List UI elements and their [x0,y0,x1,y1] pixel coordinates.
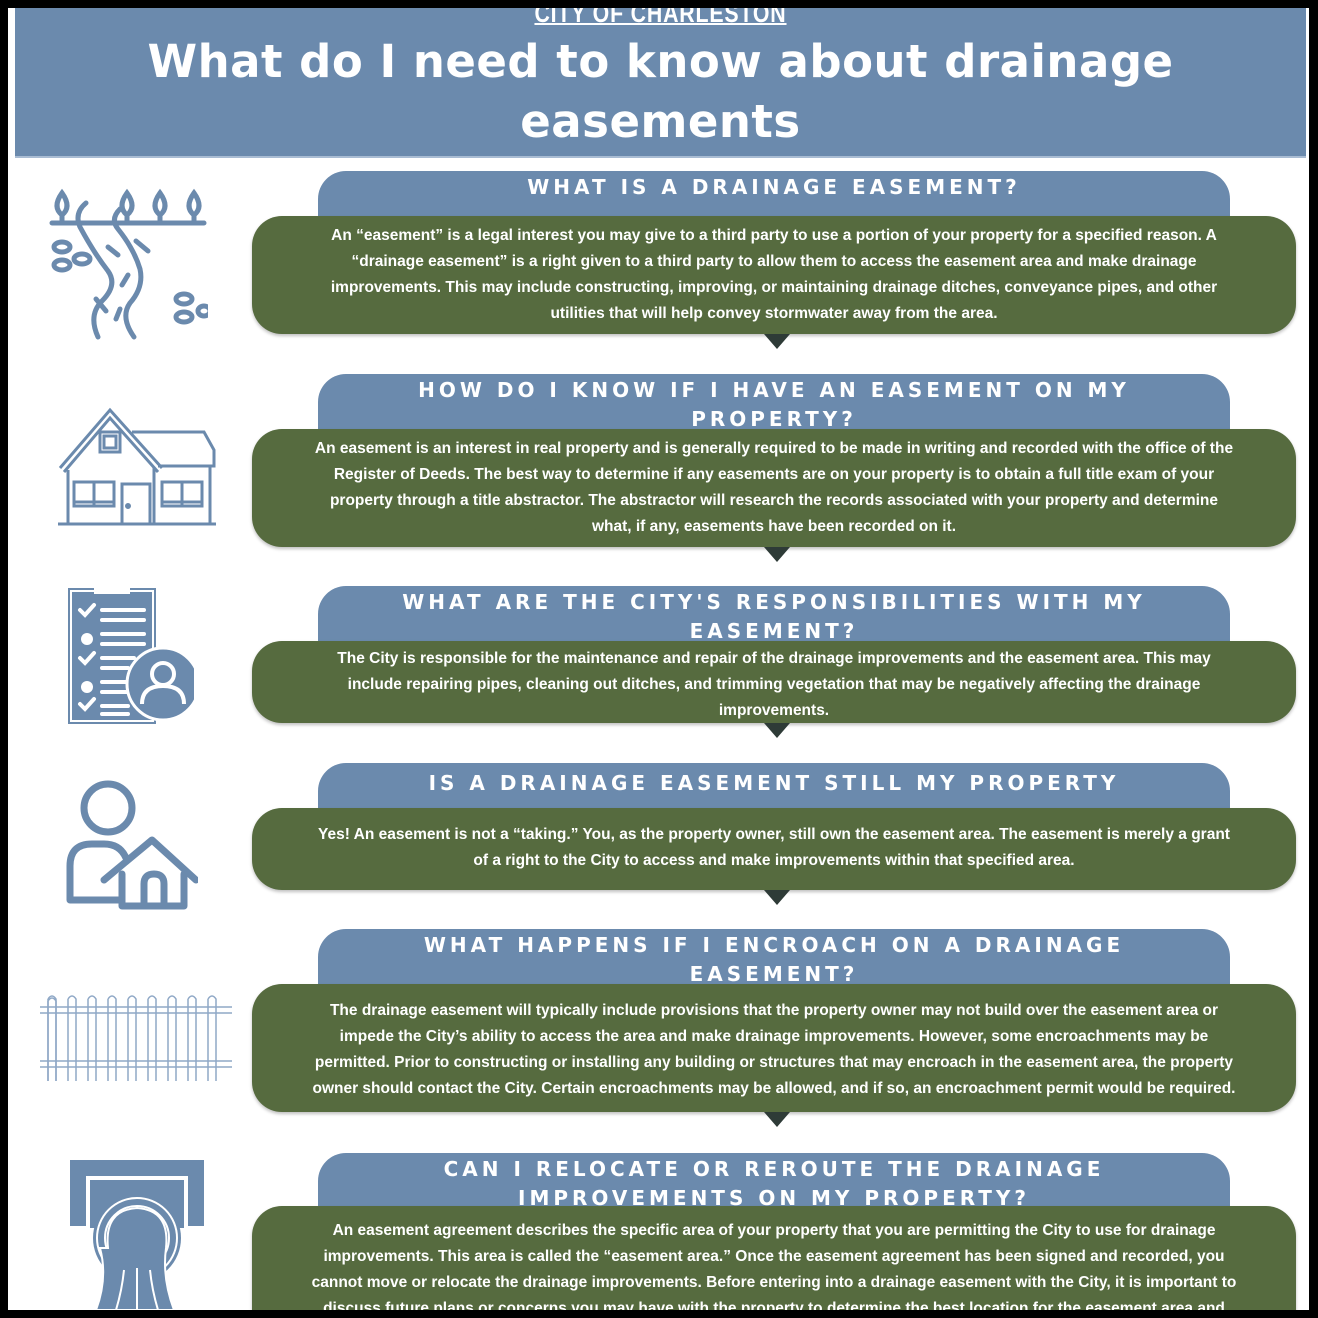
answer-box-5: The drainage easement will typically inc… [252,984,1296,1112]
answer-line: An easement agreement describes the spec… [332,1222,1216,1239]
pointer-arrow-icon [764,723,790,738]
answer-line: Yes! An easement is not a “taking.” You,… [318,826,1230,843]
question-text: PROPERTY? [691,407,857,431]
answer-line: The City is responsible for the maintena… [337,650,1211,667]
answer-box-6: An easement agreement describes the spec… [252,1206,1296,1310]
question-text: WHAT HAPPENS IF I ENCROACH ON A DRAINAGE [423,933,1125,957]
answer-line: cannot move or relocate the drainage imp… [311,1274,1237,1291]
answer-box-3: The City is responsible for the maintena… [252,641,1296,723]
checklist-person-icon [68,588,194,724]
answer-box-4: Yes! An easement is not a “taking.” You,… [252,808,1296,890]
person-house-icon [64,778,198,912]
answer-line: include repairing pipes, cleaning out di… [347,676,1201,693]
question-text: HOW DO I KNOW IF I HAVE AN EASEMENT ON M… [418,378,1130,402]
house-icon [58,406,216,528]
answer-line: “drainage easement” is a right given to … [351,253,1197,270]
pointer-arrow-icon [764,890,790,905]
answer-line: what, if any, easements have been record… [591,518,957,535]
drain-pipe-outflow-icon [70,1160,204,1310]
answer-line: impede the City’s ability to access the … [339,1028,1209,1045]
question-text: EASEMENT? [689,962,859,986]
answer-box-2: An easement is an interest in real prope… [252,429,1296,547]
pointer-arrow-icon [764,547,790,562]
answer-line: improvements. This area is called the “e… [323,1248,1225,1265]
org-name: CITY OF CHARLESTON [534,8,787,28]
answer-line: improvements. This may include construct… [330,279,1218,296]
stream-trees-icon [48,183,208,343]
page-title-line-1: What do I need to know about drainage ea… [147,35,1174,148]
pointer-arrow-icon [764,1112,790,1127]
question-text: CAN I RELOCATE OR REROUTE THE DRAINAGE [443,1157,1105,1181]
question-text: IS A DRAINAGE EASEMENT STILL MY PROPERTY [428,771,1120,795]
answer-line: An “easement” is a legal interest you ma… [331,227,1217,244]
question-text: WHAT ARE THE CITY'S RESPONSIBILITIES WIT… [402,590,1146,614]
question-text: EASEMENT? [689,619,859,643]
answer-line: The drainage easement will typically inc… [329,1002,1219,1019]
header-banner: CITY OF CHARLESTON What do I need to kno… [15,8,1306,208]
answer-line: of a right to the City to access and mak… [473,852,1075,869]
answer-line: property through a title abstractor. The… [329,492,1219,509]
answer-line: improvements. [718,702,830,719]
answer-line: owner should contact the City. Certain e… [312,1080,1236,1097]
pointer-arrow-icon [764,334,790,349]
question-text: WHAT IS A DRAINAGE EASEMENT? [527,175,1021,199]
answer-line: utilities that will help convey stormwat… [550,305,998,322]
answer-box-1: An “easement” is a legal interest you ma… [252,216,1296,334]
answer-line: Register of Deeds. The best way to deter… [333,466,1215,483]
answer-line: An easement is an interest in real prope… [314,440,1234,457]
answer-line: permitted. Prior to constructing or inst… [314,1054,1234,1071]
infographic-page: CITY OF CHARLESTON What do I need to kno… [8,8,1309,1310]
answer-line: discuss future plans or concerns you may… [323,1300,1225,1310]
fence-icon [40,993,232,1081]
